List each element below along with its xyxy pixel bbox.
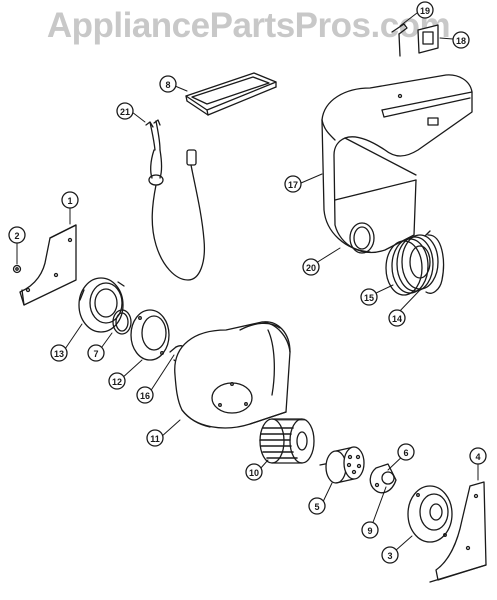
callout-9-label: 9 bbox=[367, 526, 372, 536]
callout-17[interactable]: 17 bbox=[284, 175, 302, 193]
callout-6-label: 6 bbox=[403, 448, 408, 458]
callout-15-label: 15 bbox=[364, 293, 374, 303]
part-12-plate[interactable] bbox=[130, 309, 170, 361]
watermark: AppliancePartsPros.com bbox=[46, 6, 451, 45]
part-2-grommet[interactable] bbox=[12, 264, 22, 274]
part-5-motor[interactable] bbox=[319, 446, 365, 484]
callout-17-label: 17 bbox=[288, 180, 298, 190]
callout-15[interactable]: 15 bbox=[360, 288, 378, 306]
part-17-duct-housing[interactable] bbox=[321, 74, 473, 254]
callout-10-label: 10 bbox=[249, 468, 259, 478]
callout-21-label: 21 bbox=[120, 107, 130, 117]
part-21-wire-harness[interactable] bbox=[145, 119, 206, 281]
part-4-right-bracket[interactable] bbox=[429, 481, 487, 583]
callout-20-label: 20 bbox=[306, 263, 316, 273]
callout-1-label: 1 bbox=[67, 196, 72, 206]
callout-8[interactable]: 8 bbox=[159, 75, 177, 93]
callout-5-label: 5 bbox=[314, 502, 319, 512]
part-8-filter-pad[interactable] bbox=[185, 72, 277, 116]
callout-19[interactable]: 19 bbox=[416, 1, 434, 19]
callout-12-label: 12 bbox=[112, 377, 122, 387]
part-11-blower-housing[interactable] bbox=[174, 321, 291, 429]
callout-10[interactable]: 10 bbox=[245, 463, 263, 481]
callout-19-label: 19 bbox=[420, 6, 430, 16]
callout-4-label: 4 bbox=[475, 452, 480, 462]
part-10-blower-wheel[interactable] bbox=[259, 418, 315, 464]
callout-12[interactable]: 12 bbox=[108, 372, 126, 390]
callout-21[interactable]: 21 bbox=[116, 102, 134, 120]
callout-2[interactable]: 2 bbox=[8, 226, 26, 244]
callout-14-label: 14 bbox=[392, 314, 402, 324]
callout-1[interactable]: 1 bbox=[61, 191, 79, 209]
callout-11[interactable]: 11 bbox=[146, 429, 164, 447]
part-15-heating-coil[interactable] bbox=[385, 234, 439, 296]
callout-3-label: 3 bbox=[387, 551, 392, 561]
part-19-clip[interactable] bbox=[391, 23, 408, 57]
callout-11-label: 11 bbox=[150, 434, 160, 444]
part-13-flange[interactable] bbox=[78, 277, 125, 333]
callout-14[interactable]: 14 bbox=[388, 309, 406, 327]
callout-16-label: 16 bbox=[140, 391, 150, 401]
callout-8-label: 8 bbox=[165, 80, 170, 90]
leader-lines bbox=[16, 12, 479, 552]
callout-13-label: 13 bbox=[54, 349, 64, 359]
callout-13[interactable]: 13 bbox=[50, 344, 68, 362]
part-14-spring-clip[interactable] bbox=[424, 230, 445, 294]
callout-3[interactable]: 3 bbox=[381, 546, 399, 564]
callout-18-label: 18 bbox=[456, 36, 466, 46]
part-1-left-bracket[interactable] bbox=[19, 224, 77, 306]
callout-18[interactable]: 18 bbox=[452, 31, 470, 49]
part-6-mount-strap[interactable] bbox=[369, 463, 397, 494]
callout-5[interactable]: 5 bbox=[308, 497, 326, 515]
callout-6[interactable]: 6 bbox=[397, 443, 415, 461]
callout-20[interactable]: 20 bbox=[302, 258, 320, 276]
part-3-motor-plate[interactable] bbox=[407, 485, 453, 543]
callout-9[interactable]: 9 bbox=[361, 521, 379, 539]
part-7-ring[interactable] bbox=[112, 309, 132, 335]
callout-4[interactable]: 4 bbox=[469, 447, 487, 465]
callout-2-label: 2 bbox=[14, 231, 19, 241]
part-18-bracket[interactable] bbox=[417, 24, 439, 54]
callouts: 19 18 8 21 17 1 2 20 15 14 13 7 12 16 11… bbox=[8, 1, 487, 564]
callout-16[interactable]: 16 bbox=[136, 386, 154, 404]
callout-7-label: 7 bbox=[93, 349, 98, 359]
callout-7[interactable]: 7 bbox=[87, 344, 105, 362]
